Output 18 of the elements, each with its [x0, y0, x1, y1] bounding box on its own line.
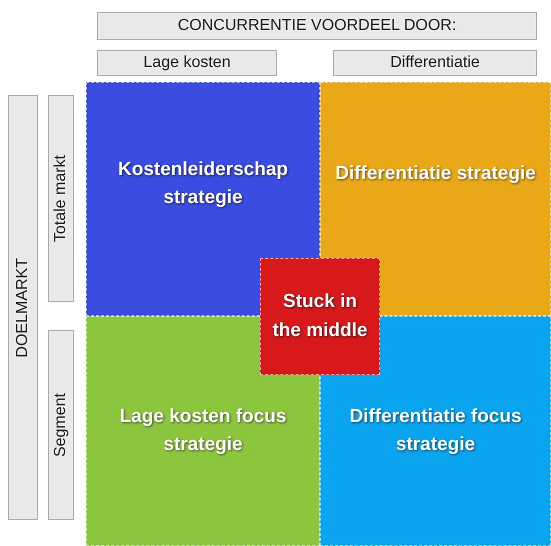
header-label: Lage kosten: [143, 54, 231, 72]
strategy-label: Lage kosten focus strategie: [118, 404, 288, 457]
strategy-label: Differentiatie focus strategie: [348, 404, 523, 457]
header-label: Differentiatie: [390, 54, 480, 72]
header-label: CONCURRENTIE VOORDEEL DOOR:: [178, 17, 456, 35]
header-label: Segment: [52, 392, 70, 458]
strategy-label: Stuck in the middle: [271, 290, 368, 342]
header-box: [97, 12, 537, 40]
row-header: [48, 95, 74, 302]
side-header: [8, 95, 38, 520]
column-header: [97, 50, 277, 76]
row-header: [48, 330, 74, 520]
center-box: [260, 258, 380, 375]
header-label: DOELMARKT: [14, 258, 32, 358]
strategy-label: Kostenleiderschap strategie: [117, 158, 289, 210]
header-label: Totale markt: [52, 154, 70, 242]
strategy-label: Differentiatie strategie: [335, 162, 536, 186]
column-header: [333, 50, 537, 76]
